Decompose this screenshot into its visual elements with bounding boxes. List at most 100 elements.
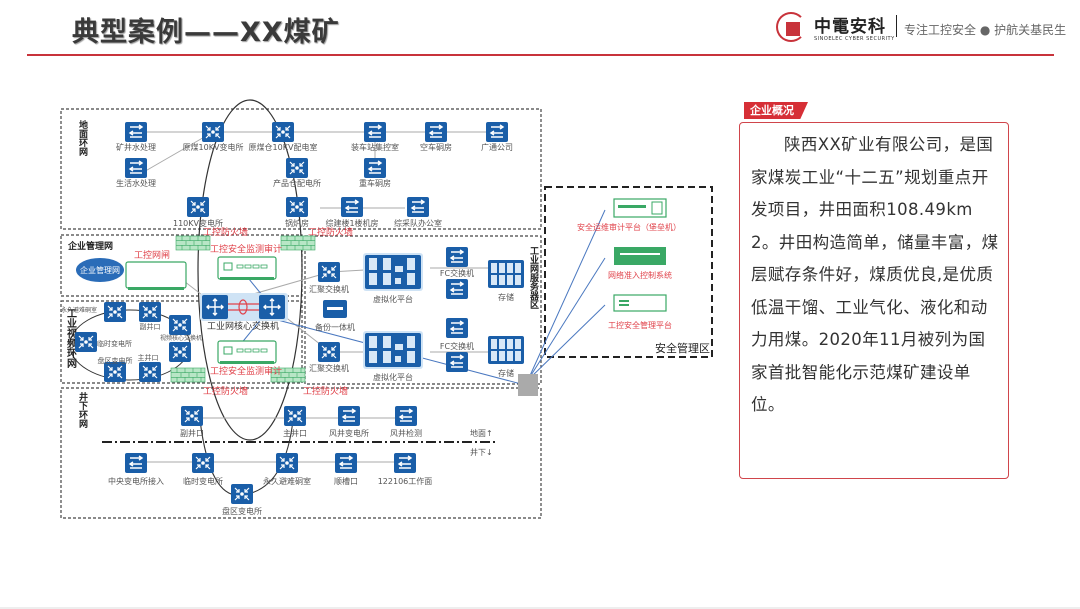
cloud-icon xyxy=(76,258,124,282)
loading-station-switch-icon xyxy=(363,121,387,143)
label-fc-top: FC交换机 xyxy=(440,268,474,278)
core-switch-left-icon xyxy=(201,294,229,320)
zone-security xyxy=(544,186,713,358)
core-switch-right-icon xyxy=(258,294,286,320)
agg-switch-top-icon xyxy=(317,261,341,283)
slogan: 专注工控安全 ● 护航关基民生 xyxy=(904,23,1067,37)
label-fc-bottom: FC交换机 xyxy=(440,341,474,351)
label-core-switch: 工业网核心交换机 xyxy=(207,320,279,332)
label-firewall-2: 工控防火墙 xyxy=(308,226,353,238)
ug-temp-sub-icon xyxy=(191,452,215,474)
video-core-icon xyxy=(168,314,192,336)
label-ug-central-sub: 中央变电所接入 xyxy=(108,476,164,486)
video-perm-refuge-icon xyxy=(103,301,127,323)
label-audit-top: 工控安全监测审计 xyxy=(210,243,282,255)
complex-bldg-switch-icon xyxy=(340,196,364,218)
overview-tag: 企业概况 xyxy=(744,102,808,119)
zone-underground xyxy=(60,387,542,519)
firewall-top-left-icon xyxy=(175,235,211,251)
legend-above: 地面↑ xyxy=(470,428,493,438)
video-aux-shaft-icon xyxy=(138,301,162,323)
video-district-sub-icon xyxy=(103,361,127,383)
label-video-district-sub: 盘区变电所 xyxy=(98,356,133,365)
domestic-water-switch-icon xyxy=(124,157,148,179)
firewall-top-right-icon xyxy=(280,235,316,251)
video-temp-sub-icon xyxy=(74,331,98,353)
label-raw-coal-bin: 原煤仓10KV配电室 xyxy=(249,142,318,152)
label-firewall-4: 工控防火墙 xyxy=(303,385,348,397)
label-ug-district-sub: 盘区变电所 xyxy=(222,506,262,516)
label-virt-top: 虚拟化平台 xyxy=(373,294,413,304)
ug-main-shaft-icon xyxy=(283,405,307,427)
label-video-core: 视频核心交换机 xyxy=(160,334,202,342)
zone-label-server: 工业网服务器区 xyxy=(528,246,540,309)
ug-chute-icon xyxy=(334,452,358,474)
heavy-car-switch-icon xyxy=(363,157,387,179)
video-ring-node-icon xyxy=(138,361,162,383)
ug-fan-detect-icon xyxy=(394,405,418,427)
label-mining-team: 综采队办公室 xyxy=(394,218,442,228)
fc-switch-2-icon xyxy=(445,278,469,300)
ug-perm-refuge-icon xyxy=(275,452,299,474)
label-loading-station: 装车站集控室 xyxy=(351,142,399,152)
fc-switch-1-icon xyxy=(445,246,469,268)
brand-logo: 中電安科 SINOELEC CYBER SECURITY xyxy=(776,10,906,46)
label-ug-fan-sub: 风井变电所 xyxy=(329,428,369,438)
label-domestic-water: 生活水处理 xyxy=(116,178,156,188)
zone-label-ground: 地面环网 xyxy=(77,119,88,157)
agg-switch-bottom-icon xyxy=(317,341,341,363)
fc-switch-4-icon xyxy=(445,351,469,373)
label-ug-fan-detect: 风井检测 xyxy=(390,428,422,438)
ug-aux-shaft-icon xyxy=(180,405,204,427)
label-nac: 网络准入控制系统 xyxy=(608,270,672,280)
label-ug-perm-refuge: 永久避难硐室 xyxy=(263,476,311,486)
storage-top-icon xyxy=(488,260,524,288)
audit-bottom-icon xyxy=(217,340,277,365)
overview-text: 陕西XX矿业有限公司，是国家煤炭工业“十二五”规划重点开发项目，井田面积108.… xyxy=(751,135,999,414)
label-audit-bottom: 工控安全监测审计 xyxy=(210,365,282,377)
label-cloud: 企业管理网 xyxy=(80,265,120,275)
label-sub-110kv: 110KV变电所 xyxy=(173,218,223,228)
video-main-shaft-icon xyxy=(168,341,192,363)
ug-fan-sub-icon xyxy=(337,405,361,427)
ug-district-sub-icon xyxy=(230,483,254,505)
zone-video-ring xyxy=(60,300,303,384)
label-ug-aux-shaft: 副井口 xyxy=(180,428,204,438)
label-storage-bottom: 存储 xyxy=(498,368,514,378)
label-video-main-shaft: 主井口 xyxy=(138,353,159,362)
logo-seal-icon xyxy=(776,12,806,42)
product-bin-router-icon xyxy=(285,157,309,179)
label-empty-car: 空车硐房 xyxy=(420,142,452,152)
gateway-icon xyxy=(125,261,187,289)
label-gateway: 工控网闸 xyxy=(134,249,170,261)
audit-top-icon xyxy=(217,256,277,281)
label-boiler: 锅炉房 xyxy=(285,218,309,228)
virtualization-bottom-icon xyxy=(363,331,423,369)
zone-label-security: 安全管理区 xyxy=(655,341,710,355)
label-video-temp-sub: 临时变电所 xyxy=(97,339,132,348)
label-storage-top: 存储 xyxy=(498,292,514,302)
label-raw-coal-10kv: 原煤10KV变电所 xyxy=(183,142,244,152)
ug-central-sub-icon xyxy=(124,452,148,474)
page-bottom-edge xyxy=(0,607,1080,609)
page-title: 典型案例——XX煤矿 xyxy=(72,17,340,48)
storage-bottom-icon xyxy=(488,336,524,364)
empty-car-switch-icon xyxy=(424,121,448,143)
zone-server xyxy=(304,235,542,385)
label-video-perm-refuge: 永久避难硐室 xyxy=(61,306,97,314)
nac-icon xyxy=(614,247,666,265)
label-video-aux-shaft: 副井口 xyxy=(140,322,161,331)
sub-110kv-router-icon xyxy=(186,196,210,218)
label-virt-bottom: 虚拟化平台 xyxy=(373,372,413,382)
label-product-bin: 产品仓配电所 xyxy=(273,178,321,188)
label-firewall-3: 工控防火墙 xyxy=(203,385,248,397)
label-guangtong: 广通公司 xyxy=(481,142,513,152)
label-mine-water: 矿井水处理 xyxy=(116,142,156,152)
label-ics-mgmt: 工控安全管理平台 xyxy=(608,320,672,330)
label-firewall-1: 工控防火墙 xyxy=(203,226,248,238)
security-switch-icon xyxy=(518,374,538,396)
zone-label-video: 工业视频环网 xyxy=(65,308,77,369)
logo-divider xyxy=(896,15,897,37)
label-ug-chute: 顺槽口 xyxy=(334,476,358,486)
